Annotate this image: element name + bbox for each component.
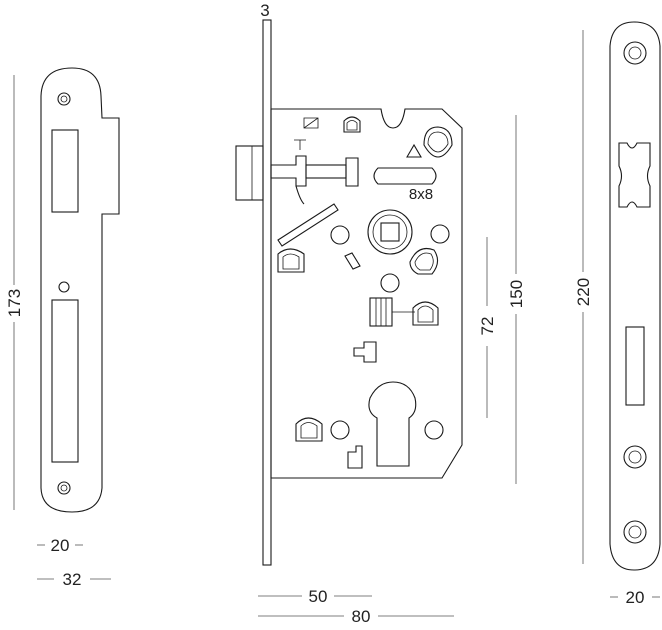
dimension-72: 72 <box>478 237 497 418</box>
d-stud-left <box>277 248 305 273</box>
top-stud-1 <box>343 116 361 133</box>
dim-label-80: 80 <box>352 607 371 626</box>
spindle-size-label: 8x8 <box>409 186 433 203</box>
small-tumbler <box>344 252 361 270</box>
dim-label-20-right: 20 <box>626 588 645 607</box>
d-stud-right <box>409 247 439 275</box>
faceplate-front-outline <box>609 21 661 571</box>
dim-label-3: 3 <box>260 1 269 20</box>
triangle-marker <box>406 143 422 158</box>
dim-label-32: 32 <box>63 570 82 589</box>
dim-label-173: 173 <box>5 289 24 317</box>
faceplate-screw-bottom <box>623 520 647 544</box>
top-right-stud <box>423 126 453 158</box>
dimension-right-width: 20 <box>610 588 660 607</box>
case-hole-1 <box>330 225 350 245</box>
strike-screw-hole-top <box>57 92 71 106</box>
faceplate-screw-top <box>623 41 647 65</box>
bolt-window <box>625 326 645 406</box>
strike-plate-view <box>40 67 120 513</box>
lock-faceplate <box>262 19 272 566</box>
case-hole-5 <box>424 420 444 440</box>
dimension-50: 50 <box>258 587 372 606</box>
spring-lever <box>277 203 339 247</box>
cylinder-cutout <box>368 381 417 467</box>
dim-label-220: 220 <box>574 278 593 306</box>
dim-label-150: 150 <box>507 280 526 308</box>
d-stud-mid <box>412 301 439 326</box>
dimension-left-width-outer: 32 <box>37 570 111 589</box>
faceplate-front-view <box>609 21 661 571</box>
lock-body-view: 3 8x8 <box>235 1 463 566</box>
d-stud-bottom <box>295 417 323 442</box>
latch-window <box>618 142 651 208</box>
latch-opening <box>51 129 79 213</box>
guide-slot <box>373 167 437 185</box>
bolt-opening <box>51 299 79 463</box>
case-hole-4 <box>330 420 350 440</box>
dim-label-72: 72 <box>478 317 497 336</box>
case-hole-3 <box>380 273 400 293</box>
t-catch <box>353 341 377 363</box>
dimension-150: 150 <box>507 115 526 484</box>
dim-label-50: 50 <box>309 587 328 606</box>
cylinder-screw-hole <box>623 445 647 469</box>
spindle-square <box>380 222 400 242</box>
dimension-220: 220 <box>574 30 593 564</box>
lock-case-outline <box>270 108 463 479</box>
latch-hook <box>295 185 305 205</box>
dimension-left-width-inner: 20 <box>37 536 83 555</box>
top-left-tab <box>303 117 319 129</box>
strike-screw-hole-middle <box>58 281 70 293</box>
latch-rod <box>305 164 347 179</box>
bottom-tab <box>347 445 363 469</box>
strike-plate-outline <box>40 67 120 513</box>
dimension-left-height: 173 <box>5 75 24 510</box>
dim-label-20-left: 20 <box>51 536 70 555</box>
dimension-80: 80 <box>258 607 454 626</box>
case-hole-2 <box>430 224 450 244</box>
strike-screw-hole-bottom <box>57 481 71 495</box>
latch-bolt <box>235 145 264 201</box>
latch-tail <box>270 155 307 187</box>
rod-clip <box>345 157 359 187</box>
follower-hub <box>367 209 413 255</box>
